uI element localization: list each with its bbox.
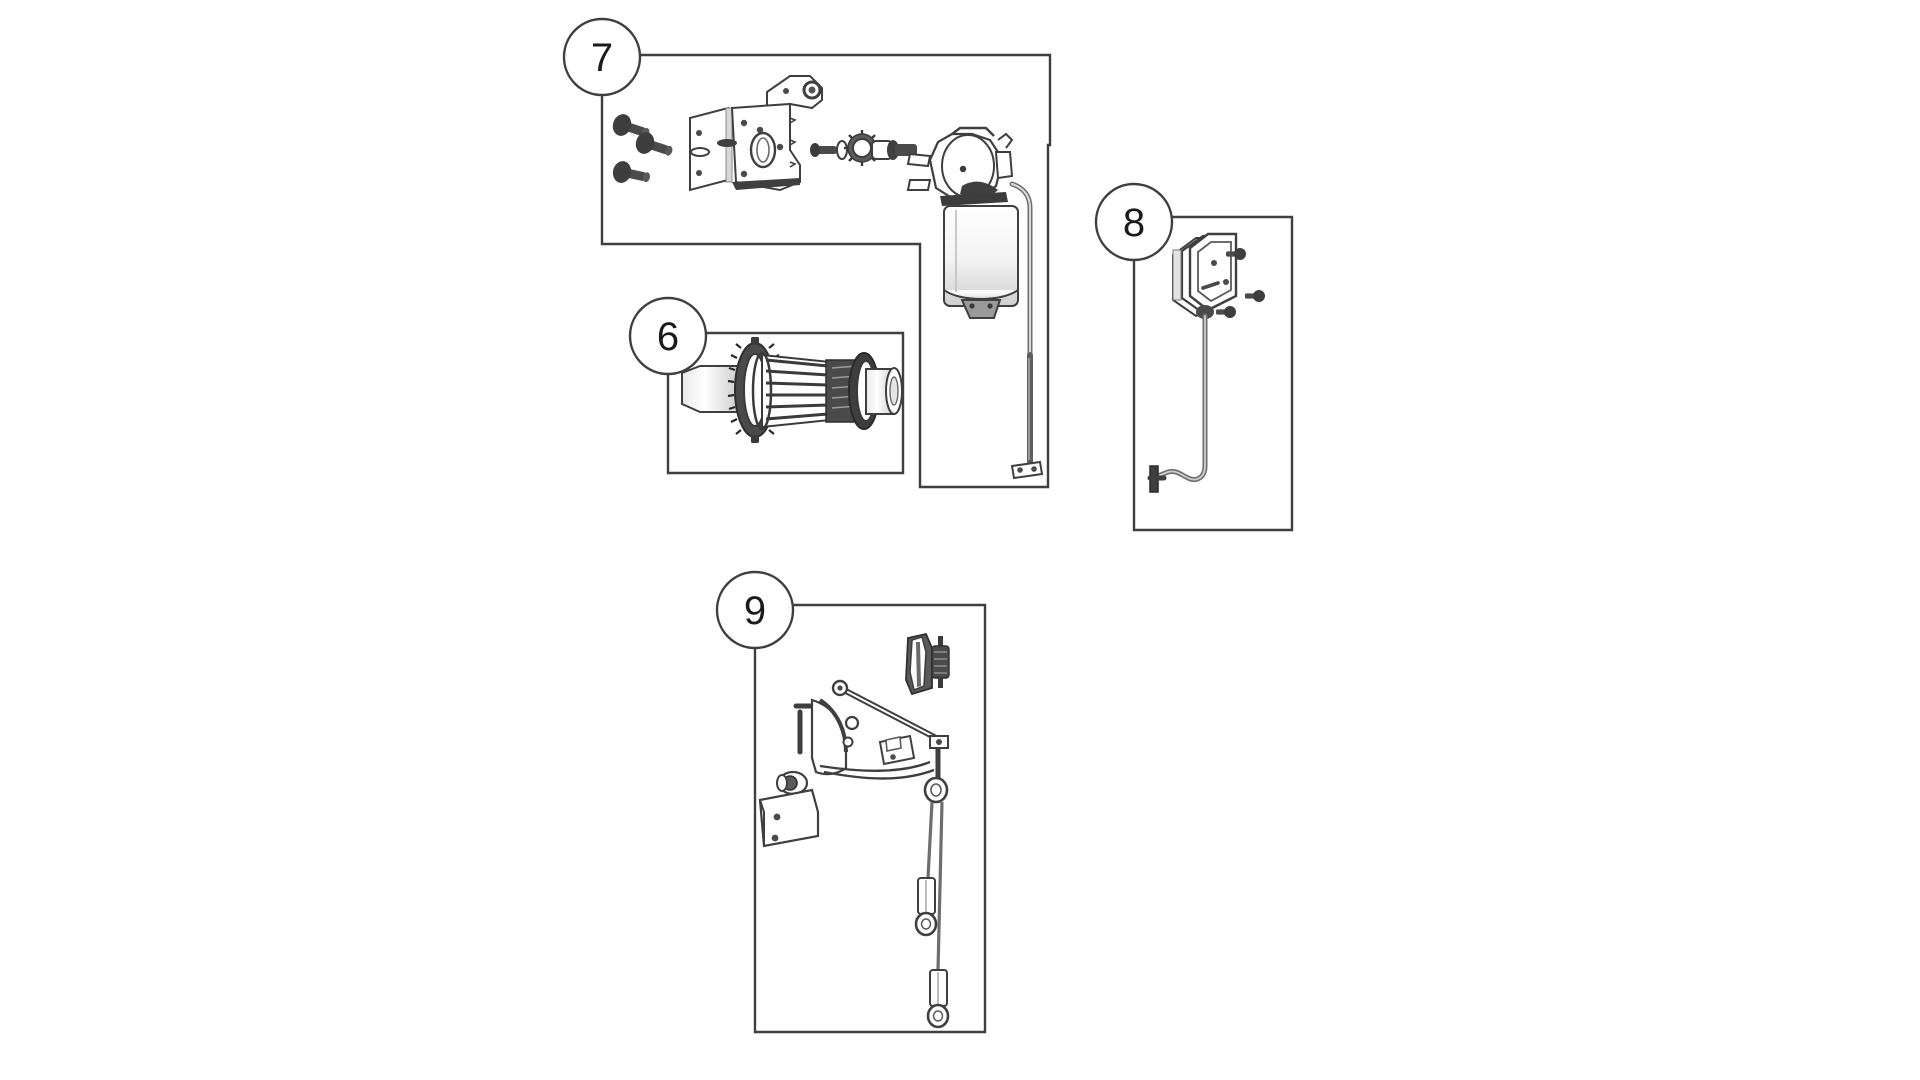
- wiper-motor: [906, 126, 1019, 319]
- panel-9[interactable]: 9: [715, 570, 987, 1034]
- spring-icon: [931, 636, 950, 688]
- screw-icon: [1245, 290, 1265, 302]
- panel-6[interactable]: 6: [628, 296, 905, 475]
- panel-6-outline: [666, 331, 905, 475]
- screw-icon: [1226, 248, 1246, 260]
- panel-7-outline: [600, 53, 1052, 489]
- callout-6[interactable]: 6: [628, 296, 708, 376]
- callout-9-label: 9: [744, 589, 766, 633]
- callout-7[interactable]: 7: [562, 17, 642, 97]
- panel-8[interactable]: 8: [1094, 182, 1294, 532]
- spline-cage: [751, 351, 831, 431]
- splined-shaft: [681, 365, 741, 413]
- handle-grip: [905, 632, 933, 696]
- panel-6-parts: [681, 337, 903, 443]
- panel-7[interactable]: 7: [562, 17, 1052, 489]
- callout-6-label: 6: [657, 315, 679, 359]
- mounting-bracket: [689, 102, 801, 192]
- hex-bolt-icon: [635, 132, 673, 156]
- panel-8-parts: [1147, 232, 1265, 493]
- panel-8-outline: [1132, 215, 1294, 532]
- control-rod: [1147, 305, 1214, 493]
- panel-9-parts: [758, 632, 950, 1029]
- cable-assembly: [914, 776, 950, 1029]
- callout-8-label: 8: [1123, 201, 1145, 245]
- callout-7-label: 7: [591, 36, 613, 80]
- crank-linkage: [810, 130, 917, 166]
- callout-9[interactable]: 9: [715, 570, 795, 650]
- mounting-plate: [1172, 232, 1238, 318]
- release-bracket: [758, 679, 949, 848]
- callout-8[interactable]: 8: [1094, 182, 1174, 262]
- screw-icon: [1216, 306, 1236, 318]
- output-stub: [865, 367, 903, 415]
- panel-7-parts: [612, 75, 1044, 480]
- drive-rod: [1009, 181, 1044, 480]
- hex-bolt-icon: [612, 161, 651, 183]
- panel-9-outline: [753, 603, 987, 1034]
